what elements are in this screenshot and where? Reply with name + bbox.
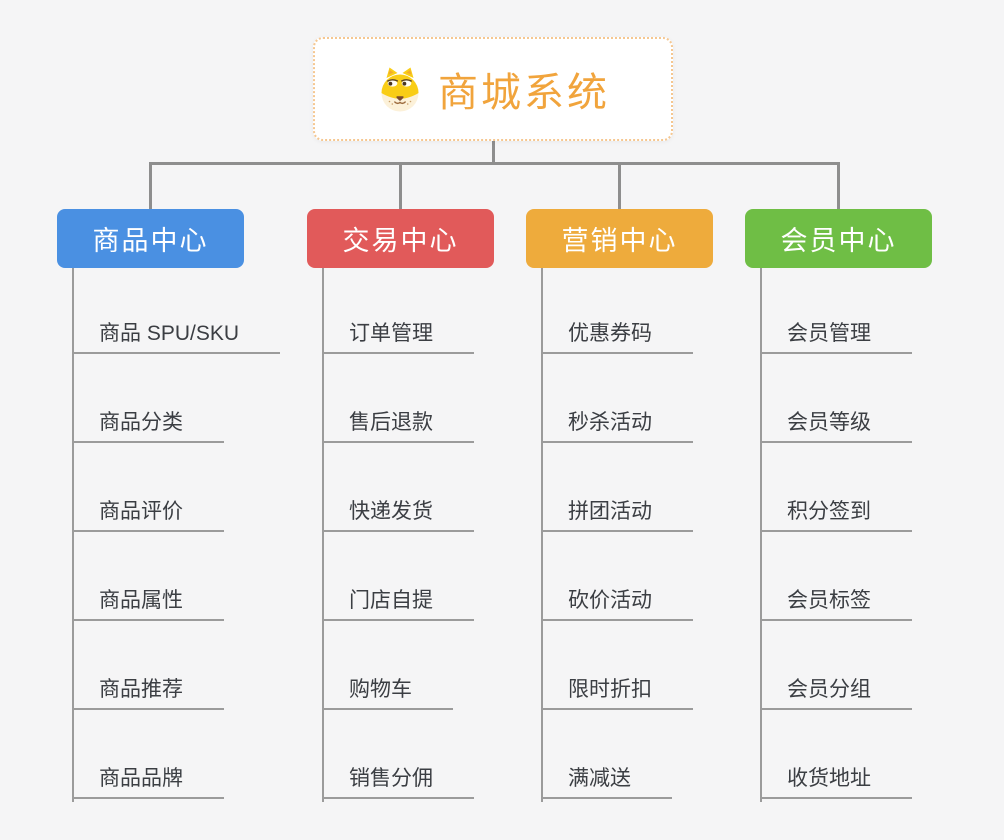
branch-node-marketing[interactable]: 营销中心 [526, 209, 713, 268]
branch-node-trade[interactable]: 交易中心 [307, 209, 494, 268]
topic-node[interactable]: 快递发货 [322, 495, 474, 532]
topic-node[interactable]: 满减送 [541, 762, 672, 799]
root-title: 商城系统 [438, 71, 610, 115]
topic-node[interactable]: 商品分类 [72, 406, 224, 443]
topic-node[interactable]: 商品推荐 [72, 673, 224, 710]
topic-node[interactable]: 购物车 [322, 673, 453, 710]
doge-icon [381, 67, 419, 112]
topic-node[interactable]: 会员标签 [760, 584, 912, 621]
topic-node[interactable]: 门店自提 [322, 584, 474, 621]
connector-drop-goods [149, 162, 152, 211]
topic-node[interactable]: 订单管理 [322, 317, 474, 354]
branch-column-member: 会员中心 会员管理 会员等级 积分签到 会员标签 会员分组 收货地址 [745, 209, 932, 802]
connector-drop-member [837, 162, 840, 211]
branch-column-marketing: 营销中心 优惠券码 秒杀活动 拼团活动 砍价活动 限时折扣 满减送 [526, 209, 713, 802]
connector-drop-marketing [618, 162, 621, 211]
topic-node[interactable]: 优惠券码 [541, 317, 693, 354]
branch-column-trade: 交易中心 订单管理 售后退款 快递发货 门店自提 购物车 销售分佣 [307, 209, 494, 802]
connector-column-marketing [541, 268, 543, 802]
connector-column-member [760, 268, 762, 802]
branch-node-goods[interactable]: 商品中心 [57, 209, 244, 268]
root-node[interactable]: 商城系统 [313, 37, 673, 141]
connector-drop-trade [399, 162, 402, 211]
branch-column-goods: 商品中心 商品 SPU/SKU 商品分类 商品评价 商品属性 商品推荐 商品品牌 [57, 209, 281, 802]
topic-node[interactable]: 会员分组 [760, 673, 912, 710]
branch-node-member[interactable]: 会员中心 [745, 209, 932, 268]
topic-node[interactable]: 售后退款 [322, 406, 474, 443]
topic-node[interactable]: 会员等级 [760, 406, 912, 443]
connector-column-trade [322, 268, 324, 802]
topic-node[interactable]: 销售分佣 [322, 762, 474, 799]
topic-node[interactable]: 收货地址 [760, 762, 912, 799]
topic-node[interactable]: 商品评价 [72, 495, 224, 532]
connector-root-drop [492, 141, 495, 163]
topic-node[interactable]: 商品 SPU/SKU [72, 317, 281, 354]
topic-node[interactable]: 商品属性 [72, 584, 224, 621]
connector-column-goods [72, 268, 74, 802]
topic-node[interactable]: 秒杀活动 [541, 406, 693, 443]
topic-node[interactable]: 砍价活动 [541, 584, 693, 621]
topic-node[interactable]: 会员管理 [760, 317, 912, 354]
topic-node[interactable]: 商品品牌 [72, 762, 224, 799]
connector-branch-bus [149, 162, 840, 165]
topic-node[interactable]: 拼团活动 [541, 495, 693, 532]
topic-node[interactable]: 积分签到 [760, 495, 912, 532]
topic-node[interactable]: 限时折扣 [541, 673, 693, 710]
